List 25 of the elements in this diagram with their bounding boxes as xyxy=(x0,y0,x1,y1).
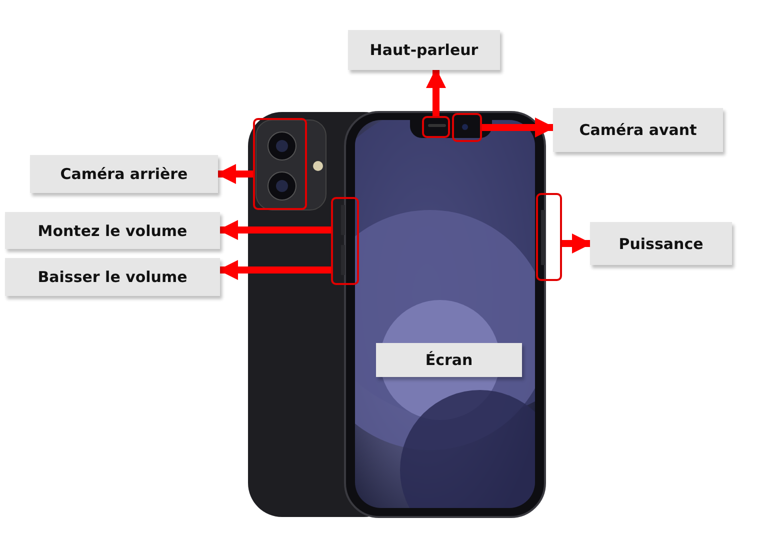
part-label: Caméra avant xyxy=(579,121,697,139)
part-label: Caméra arrière xyxy=(60,165,188,183)
part-label: Écran xyxy=(425,351,473,369)
arrow xyxy=(216,164,253,184)
part-label: Puissance xyxy=(618,234,704,252)
label-box xyxy=(590,222,732,265)
label-box xyxy=(348,30,500,70)
highlight-frame xyxy=(452,113,482,142)
arrow xyxy=(562,234,592,254)
label-box xyxy=(30,155,218,193)
highlight-frame xyxy=(422,116,450,138)
label-box xyxy=(376,343,522,377)
arrow xyxy=(426,68,446,116)
highlight-frame xyxy=(536,193,562,281)
arrow xyxy=(218,220,331,240)
highlight-frame xyxy=(331,197,359,285)
part-label: Montez le volume xyxy=(38,222,188,240)
label-box xyxy=(553,108,723,152)
arrow xyxy=(218,260,331,280)
part-label: Baisser le volume xyxy=(38,268,188,286)
label-box xyxy=(5,258,220,296)
part-label: Haut-parleur xyxy=(370,41,478,59)
highlight-frame xyxy=(253,118,307,210)
label-box xyxy=(5,212,220,249)
arrow xyxy=(482,118,555,138)
